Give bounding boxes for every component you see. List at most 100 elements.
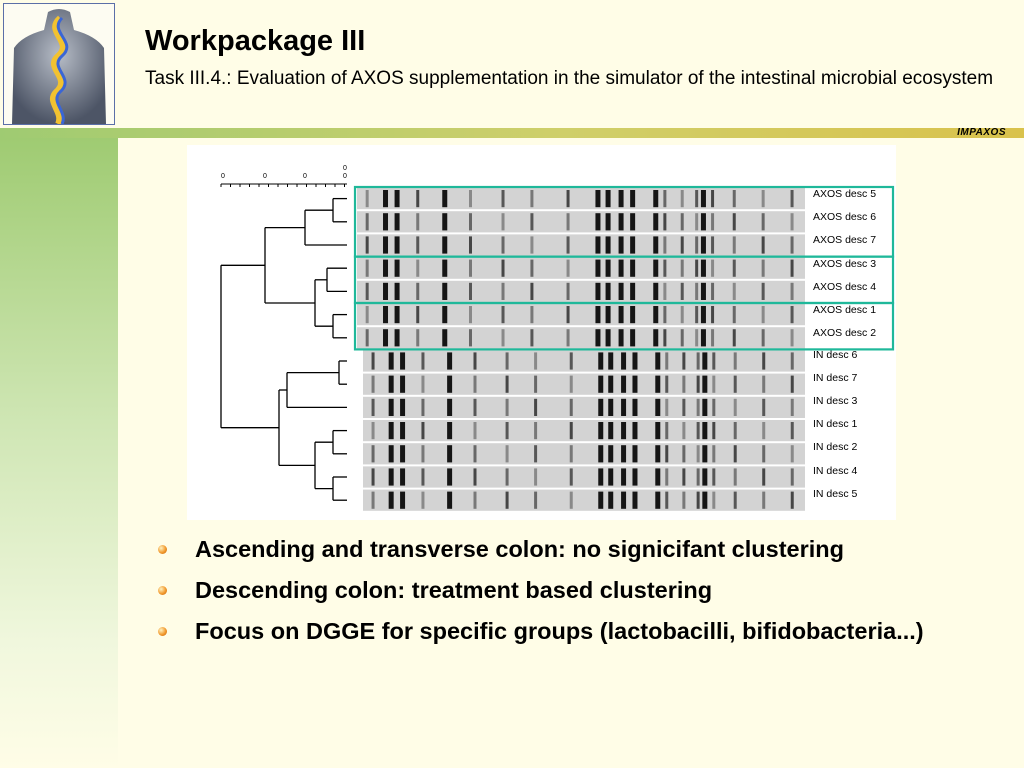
gel-band	[700, 236, 706, 254]
gel-band	[608, 445, 614, 463]
gel-band	[621, 445, 627, 463]
gel-band	[388, 375, 394, 393]
gel-band	[762, 422, 766, 440]
gel-band	[702, 352, 708, 370]
gel-band	[365, 282, 369, 300]
gel-band	[655, 352, 661, 370]
gel-band	[416, 236, 420, 254]
gel-band	[473, 398, 477, 416]
gel-band	[388, 468, 394, 486]
gel-band	[566, 236, 570, 254]
gel-band	[630, 213, 636, 231]
gel-band	[655, 375, 661, 393]
gel-band	[447, 398, 453, 416]
gel-band	[790, 422, 794, 440]
gel-band	[665, 398, 669, 416]
gel-band	[732, 190, 736, 208]
gel-band	[700, 259, 706, 277]
gel-band	[665, 352, 669, 370]
gel-band	[365, 259, 369, 277]
gel-band	[695, 213, 699, 231]
gel-band	[501, 259, 505, 277]
gel-band	[655, 468, 661, 486]
gel-band	[569, 398, 573, 416]
cluster-highlight-box	[353, 301, 895, 351]
gel-band	[618, 259, 624, 277]
gel-band	[534, 352, 538, 370]
dgge-dendrogram: 0 0 0 0 0 AXOS desc 5 AXOS desc 6 AXOS d…	[220, 165, 895, 511]
gel-band	[598, 352, 604, 370]
gel-band	[605, 306, 611, 324]
gel-band	[473, 468, 477, 486]
gel-lane	[357, 211, 805, 233]
gel-band	[655, 445, 661, 463]
gel-band	[394, 259, 400, 277]
gel-band	[388, 398, 394, 416]
gel-band	[505, 398, 509, 416]
gel-lane	[357, 304, 805, 326]
dendrogram-tree	[220, 197, 347, 501]
gel-band	[665, 445, 669, 463]
gel-lane	[357, 234, 805, 256]
gel-band	[790, 190, 794, 208]
gel-band	[569, 445, 573, 463]
gel-band	[534, 468, 538, 486]
gel-band	[695, 306, 699, 324]
gel-band	[711, 329, 715, 347]
bullet-text: Descending colon: treatment based cluste…	[195, 577, 713, 603]
lane-label: IN desc 2	[813, 441, 858, 453]
gel-band	[790, 213, 794, 231]
gel-band	[762, 491, 766, 509]
gel-lane	[363, 373, 805, 395]
gel-band	[696, 398, 700, 416]
gel-band	[682, 375, 686, 393]
gel-band	[762, 468, 766, 486]
gel-band	[473, 491, 477, 509]
gel-band	[371, 491, 375, 509]
gel-band	[421, 445, 425, 463]
gel-band	[365, 329, 369, 347]
gel-band	[655, 491, 661, 509]
gel-band	[608, 491, 614, 509]
scale-tick-label: 0	[343, 173, 347, 180]
gel-band	[400, 375, 406, 393]
gel-band	[595, 190, 601, 208]
gel-band	[371, 375, 375, 393]
gel-band	[632, 398, 638, 416]
gel-band	[365, 236, 369, 254]
gel-band	[733, 491, 737, 509]
gel-band	[618, 190, 624, 208]
gel-band	[680, 236, 684, 254]
gel-band	[595, 259, 601, 277]
gel-band	[442, 259, 448, 277]
gel-band	[790, 398, 794, 416]
gel-band	[421, 491, 425, 509]
gel-band	[630, 306, 636, 324]
gel-band	[534, 491, 538, 509]
gel-band	[790, 282, 794, 300]
gel-band	[569, 375, 573, 393]
gel-band	[394, 190, 400, 208]
gel-band	[566, 259, 570, 277]
gel-band	[605, 282, 611, 300]
gel-band	[663, 306, 667, 324]
gel-band	[394, 236, 400, 254]
gel-lane	[357, 257, 805, 279]
gel-band	[501, 282, 505, 300]
gel-band	[416, 329, 420, 347]
gel-band	[621, 491, 627, 509]
gel-band	[790, 491, 794, 509]
gel-band	[732, 259, 736, 277]
lane-label: IN desc 5	[813, 488, 858, 500]
gel-band	[702, 468, 708, 486]
spine-illustration-icon	[12, 9, 106, 124]
bullet-icon	[158, 545, 167, 554]
gel-band	[595, 329, 601, 347]
gel-band	[621, 398, 627, 416]
gel-band	[371, 352, 375, 370]
gel-band	[473, 352, 477, 370]
gel-band	[447, 375, 453, 393]
gel-band	[469, 306, 472, 324]
gel-band	[682, 422, 686, 440]
gel-band	[711, 259, 715, 277]
